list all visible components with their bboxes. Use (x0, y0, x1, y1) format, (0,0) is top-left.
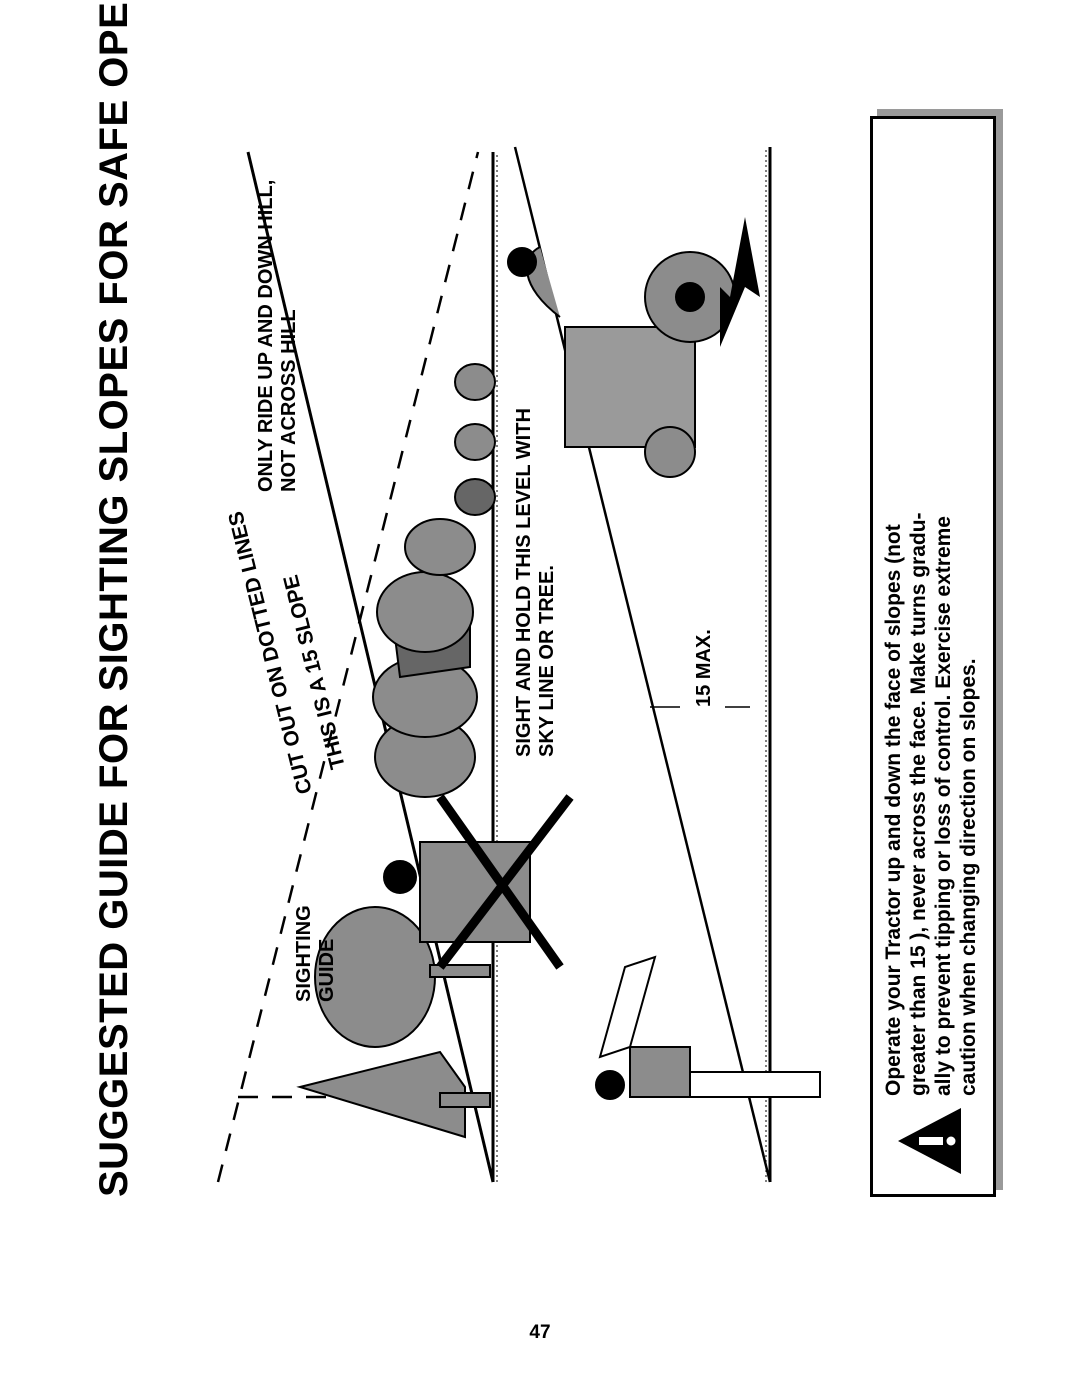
warning-line: caution when changing direction on slope… (957, 658, 980, 1096)
label-max: 15 MAX. (693, 629, 715, 707)
trees (296, 363, 496, 1139)
warning-box: Operate your Tractor up and down the fac… (870, 116, 996, 1197)
label-ride-1: ONLY RIDE UP AND DOWN HILL, (255, 180, 277, 492)
warning-text: Operate your Tractor up and down the fac… (881, 136, 981, 1096)
label-ride-2: NOT ACROSS HILL (278, 309, 300, 492)
label-guide: GUIDE (316, 939, 338, 1002)
lower-slope (513, 146, 772, 1183)
person-sighting (595, 955, 821, 1100)
label-sight-1: SIGHT AND HOLD THIS LEVEL WITH (513, 408, 535, 757)
label-sighting: SIGHTING (293, 905, 315, 1002)
warning-line: greater than 15 ), never across the face… (907, 512, 930, 1096)
page-number: 47 (529, 1322, 551, 1343)
direction-arrow-icon (720, 217, 760, 347)
tractor-up-hill (507, 246, 736, 478)
warning-line: Operate your Tractor up and down the fac… (882, 524, 905, 1096)
warning-triangle-icon (898, 1108, 961, 1174)
label-sight-2: SKY LINE OR TREE. (536, 565, 558, 757)
sighting-dashed-line (216, 151, 480, 1183)
warning-line: ally to prevent tipping or loss of contr… (932, 516, 955, 1096)
crossed-out-tractor (383, 794, 574, 970)
upper-slope (246, 151, 498, 1183)
